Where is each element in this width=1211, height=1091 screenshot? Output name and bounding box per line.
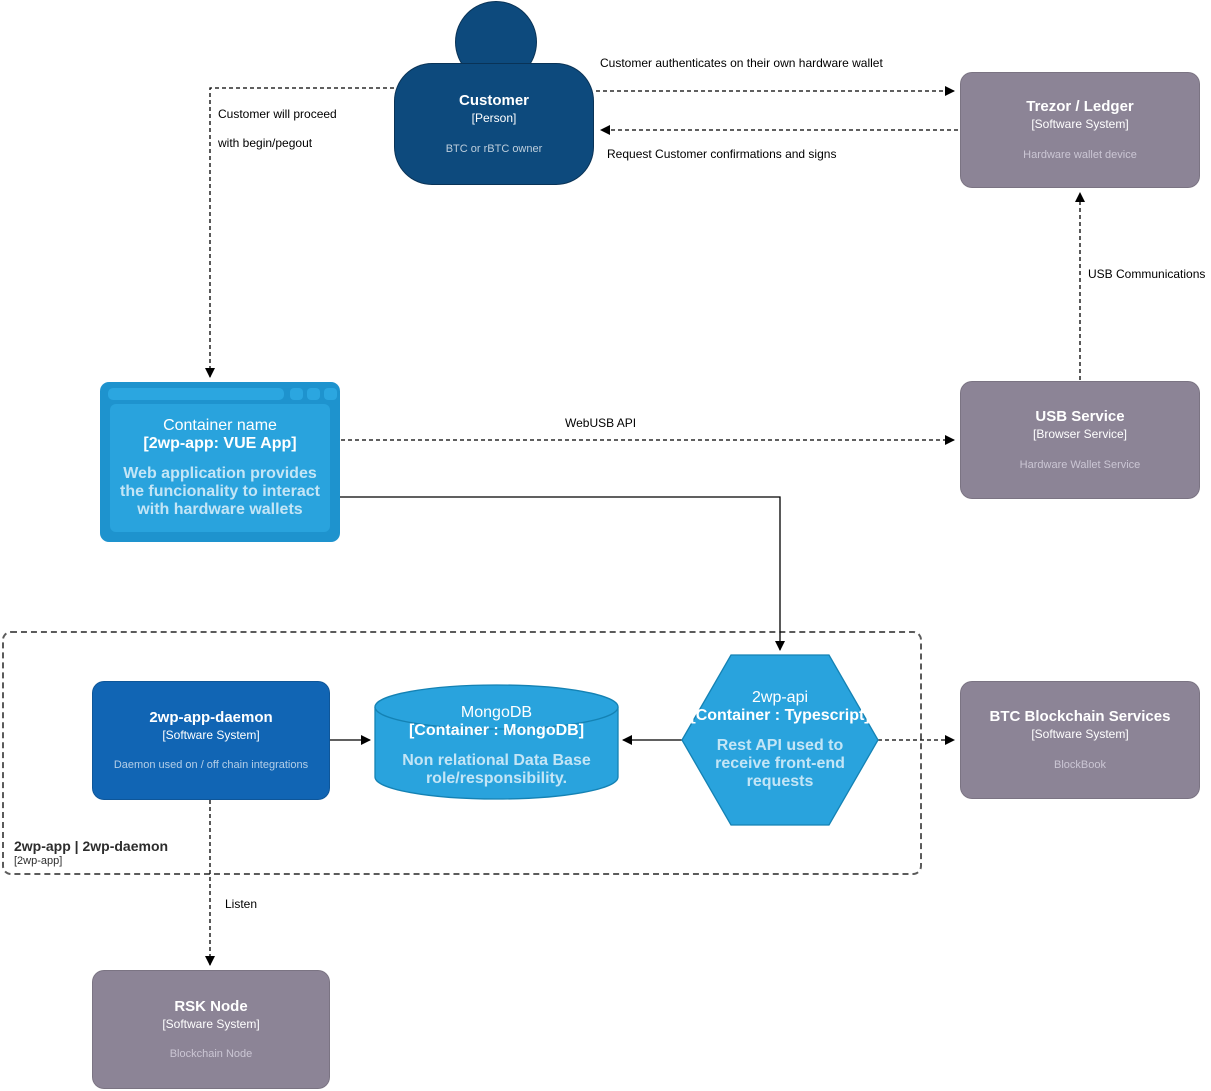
boundary-title: 2wp-app | 2wp-daemon [14, 838, 169, 854]
node-description: Hardware wallet device [1023, 148, 1137, 161]
node-description: BTC or rBTC owner [445, 142, 543, 155]
node-usb-service: USB Service [Browser Service] Hardware W… [960, 381, 1200, 499]
node-customer: Customer [Person] BTC or rBTC owner [394, 63, 594, 185]
node-subtitle: [Software System] [162, 1016, 260, 1031]
node-subtitle: [2wp-app: VUE App] [143, 435, 297, 452]
node-2wp-api: 2wp-api [Container : Typescript] Rest AP… [690, 660, 870, 820]
node-rsk-node: RSK Node [Software System] Blockchain No… [92, 970, 330, 1089]
node-title: 2wp-app-daemon [149, 708, 273, 726]
boundary-label: 2wp-app | 2wp-daemon [2wp-app] [14, 838, 168, 867]
node-description: Non relational Data Base role/responsibi… [402, 752, 591, 787]
node-subtitle: [Software System] [1031, 727, 1129, 742]
node-title: 2wp-api [751, 689, 809, 706]
edge-label-usb-communications: USB Communications [1088, 267, 1206, 281]
api-hexagon-shape [681, 654, 879, 826]
node-subtitle: [Browser Service] [1032, 427, 1128, 442]
edge-customer-to-webapp [205, 87, 394, 378]
node-description: Daemon used on / off chain integrations [113, 759, 309, 772]
browser-window-button-icon [324, 388, 337, 400]
edge-label-customer-to-trezor: Customer authenticates on their own hard… [600, 56, 883, 70]
node-description: Blockchain Node [169, 1048, 253, 1061]
node-trezor-ledger: Trezor / Ledger [Software System] Hardwa… [960, 72, 1200, 188]
node-title: BTC Blockchain Services [989, 708, 1171, 726]
browser-window-button-icon [290, 388, 303, 400]
edge-webapp-to-api [340, 496, 785, 651]
node-subtitle: [Software System] [162, 727, 260, 742]
node-subtitle: [Container : Typescript] [690, 707, 870, 724]
edge-label-listen: Listen [225, 897, 258, 911]
browser-content-panel: Container name [2wp-app: VUE App] Web ap… [110, 404, 330, 532]
edge-label-webusb-api: WebUSB API [565, 416, 637, 430]
edge-label-trezor-to-customer: Request Customer confirmations and signs [607, 147, 837, 161]
node-title: MongoDB [460, 704, 533, 721]
node-title: USB Service [1035, 408, 1125, 426]
node-btc-blockchain-services: BTC Blockchain Services [Software System… [960, 681, 1200, 799]
node-description: Rest API used to receive front-end reque… [715, 737, 845, 790]
node-description: Hardware Wallet Service [1019, 458, 1141, 471]
mongodb-cylinder-shape [374, 684, 619, 800]
node-subtitle: [Software System] [1031, 117, 1129, 132]
node-subtitle: [Person] [471, 111, 517, 126]
node-title: Trezor / Ledger [1026, 98, 1134, 116]
edge-label-customer-to-webapp-line1: Customer will proceed [218, 107, 337, 121]
node-description: Web application provides the funcionalit… [119, 465, 320, 518]
node-title: RSK Node [174, 997, 248, 1015]
node-2wp-app-daemon: 2wp-app-daemon [Software System] Daemon … [92, 681, 330, 800]
node-title: Customer [458, 92, 529, 110]
edge-label-customer-to-webapp-line2: with begin/pegout [218, 136, 313, 150]
boundary-subtitle: [2wp-app] [14, 855, 63, 867]
browser-address-bar-icon [108, 388, 284, 400]
node-webapp-container: Container name [2wp-app: VUE App] Web ap… [100, 382, 340, 542]
boundary-2wp-app: 2wp-app | 2wp-daemon [2wp-app] [2, 631, 922, 875]
node-title: Container name [163, 417, 277, 434]
node-description: BlockBook [1054, 758, 1106, 771]
node-mongodb: MongoDB [Container : MongoDB] Non relati… [380, 696, 613, 796]
node-subtitle: [Container : MongoDB] [408, 722, 585, 739]
browser-window-button-icon [307, 388, 320, 400]
